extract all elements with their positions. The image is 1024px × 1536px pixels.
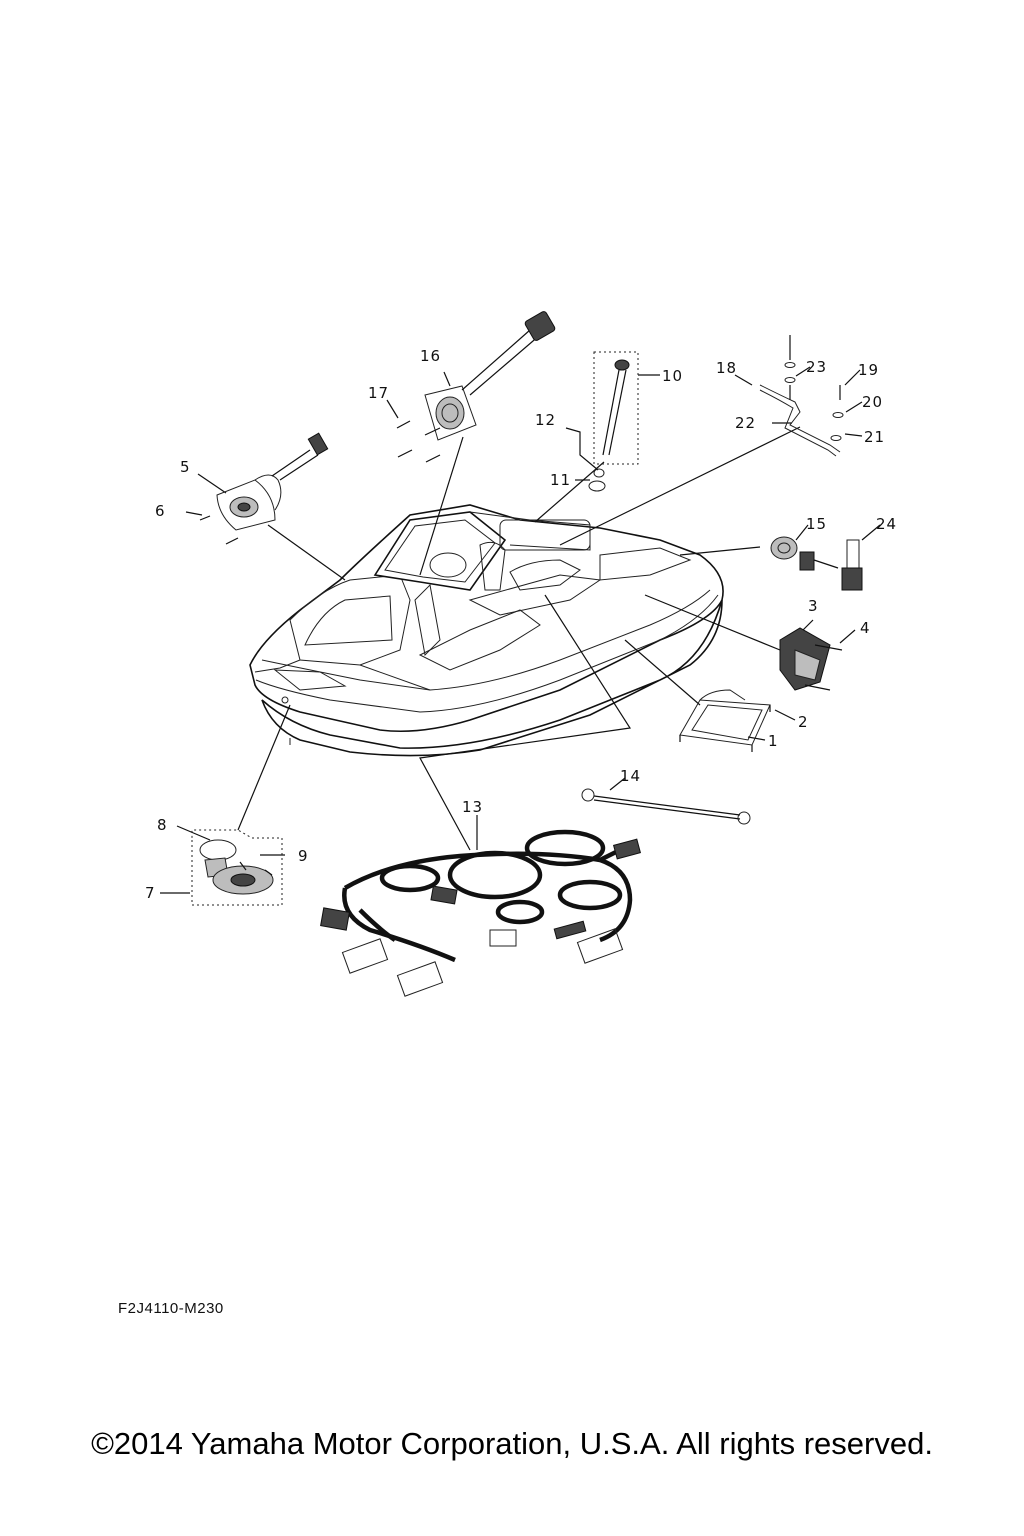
part-label-1: 1 [768, 732, 779, 750]
bracket-assembly [759, 335, 844, 457]
part-label-7: 7 [145, 884, 156, 902]
battery-cable [581, 788, 751, 825]
part-label-2: 2 [798, 713, 809, 731]
part-label-3: 3 [808, 597, 819, 615]
part-label-13: 13 [462, 798, 483, 816]
part-label-15: 15 [806, 515, 827, 533]
module-box [779, 627, 843, 691]
part-labels: 1 2 3 4 5 6 7 8 9 10 11 12 13 14 15 16 1… [145, 347, 897, 902]
part-label-4: 4 [860, 619, 871, 637]
part-label-21: 21 [864, 428, 885, 446]
part-label-19: 19 [858, 361, 879, 379]
leader-lines [160, 366, 881, 894]
part-label-9: 9 [298, 847, 309, 865]
battery-tray [679, 689, 771, 752]
part-label-22: 22 [735, 414, 756, 432]
part-label-14: 14 [620, 767, 641, 785]
diagram-code: F2J4110-M230 [118, 1300, 224, 1317]
gauge-assembly [396, 311, 556, 463]
part-label-23: 23 [806, 358, 827, 376]
part-label-8: 8 [157, 816, 168, 834]
part-label-24: 24 [876, 515, 897, 533]
boat-hull [249, 504, 724, 757]
socket-assembly [199, 432, 329, 545]
sensor-assembly [770, 536, 863, 591]
part-label-12: 12 [535, 411, 556, 429]
part-label-10: 10 [662, 367, 683, 385]
part-label-5: 5 [180, 458, 191, 476]
wire-harness [320, 829, 642, 997]
part-label-20: 20 [862, 393, 883, 411]
part-label-11: 11 [550, 471, 571, 489]
part-label-18: 18 [716, 359, 737, 377]
part-label-6: 6 [155, 502, 166, 520]
copyright-notice: ©2014 Yamaha Motor Corporation, U.S.A. A… [91, 1426, 933, 1461]
drain-assembly [191, 829, 283, 906]
tube-assembly [588, 351, 639, 492]
part-label-16: 16 [420, 347, 441, 365]
part-label-17: 17 [368, 384, 389, 402]
